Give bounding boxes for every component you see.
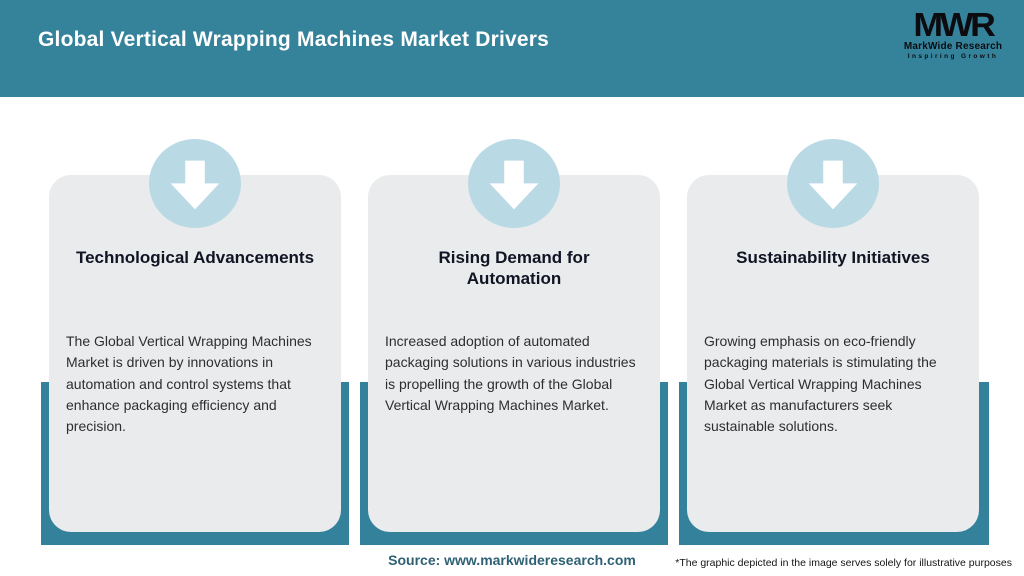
page-title: Global Vertical Wrapping Machines Market… xyxy=(38,28,550,51)
logo-tagline: Inspiring Growth xyxy=(907,53,999,61)
down-arrow-icon xyxy=(489,160,539,209)
down-arrow-icon xyxy=(808,160,858,209)
card-body-text: Increased adoption of automated packagin… xyxy=(385,333,636,413)
card-panel xyxy=(368,175,660,532)
card-title: Technological Advancements xyxy=(75,248,315,267)
header-bar: Global Vertical Wrapping Machines Market… xyxy=(0,0,1024,97)
down-arrow-badge xyxy=(468,139,560,228)
logo-name: MarkWide Research xyxy=(903,41,1003,53)
down-arrow-badge xyxy=(787,139,879,228)
card-body-text: Growing emphasis on eco-friendly packagi… xyxy=(704,333,937,435)
logo-acronym: MWR xyxy=(913,6,996,43)
down-arrow-badge xyxy=(149,139,241,228)
markwide-research-logo: MWR MarkWide Research Inspiring Growth xyxy=(898,8,1008,61)
card-panel xyxy=(49,175,341,532)
disclaimer-text: *The graphic depicted in the image serve… xyxy=(675,557,1012,569)
card-body-text: The Global Vertical Wrapping Machines Ma… xyxy=(66,333,312,435)
card-panel xyxy=(687,175,979,532)
card-title: Sustainability Initiatives xyxy=(736,248,930,267)
source-text: Source: www.markwideresearch.com xyxy=(388,552,636,568)
card-title: Rising Demand for Automation xyxy=(438,248,590,289)
down-arrow-icon xyxy=(170,160,220,209)
